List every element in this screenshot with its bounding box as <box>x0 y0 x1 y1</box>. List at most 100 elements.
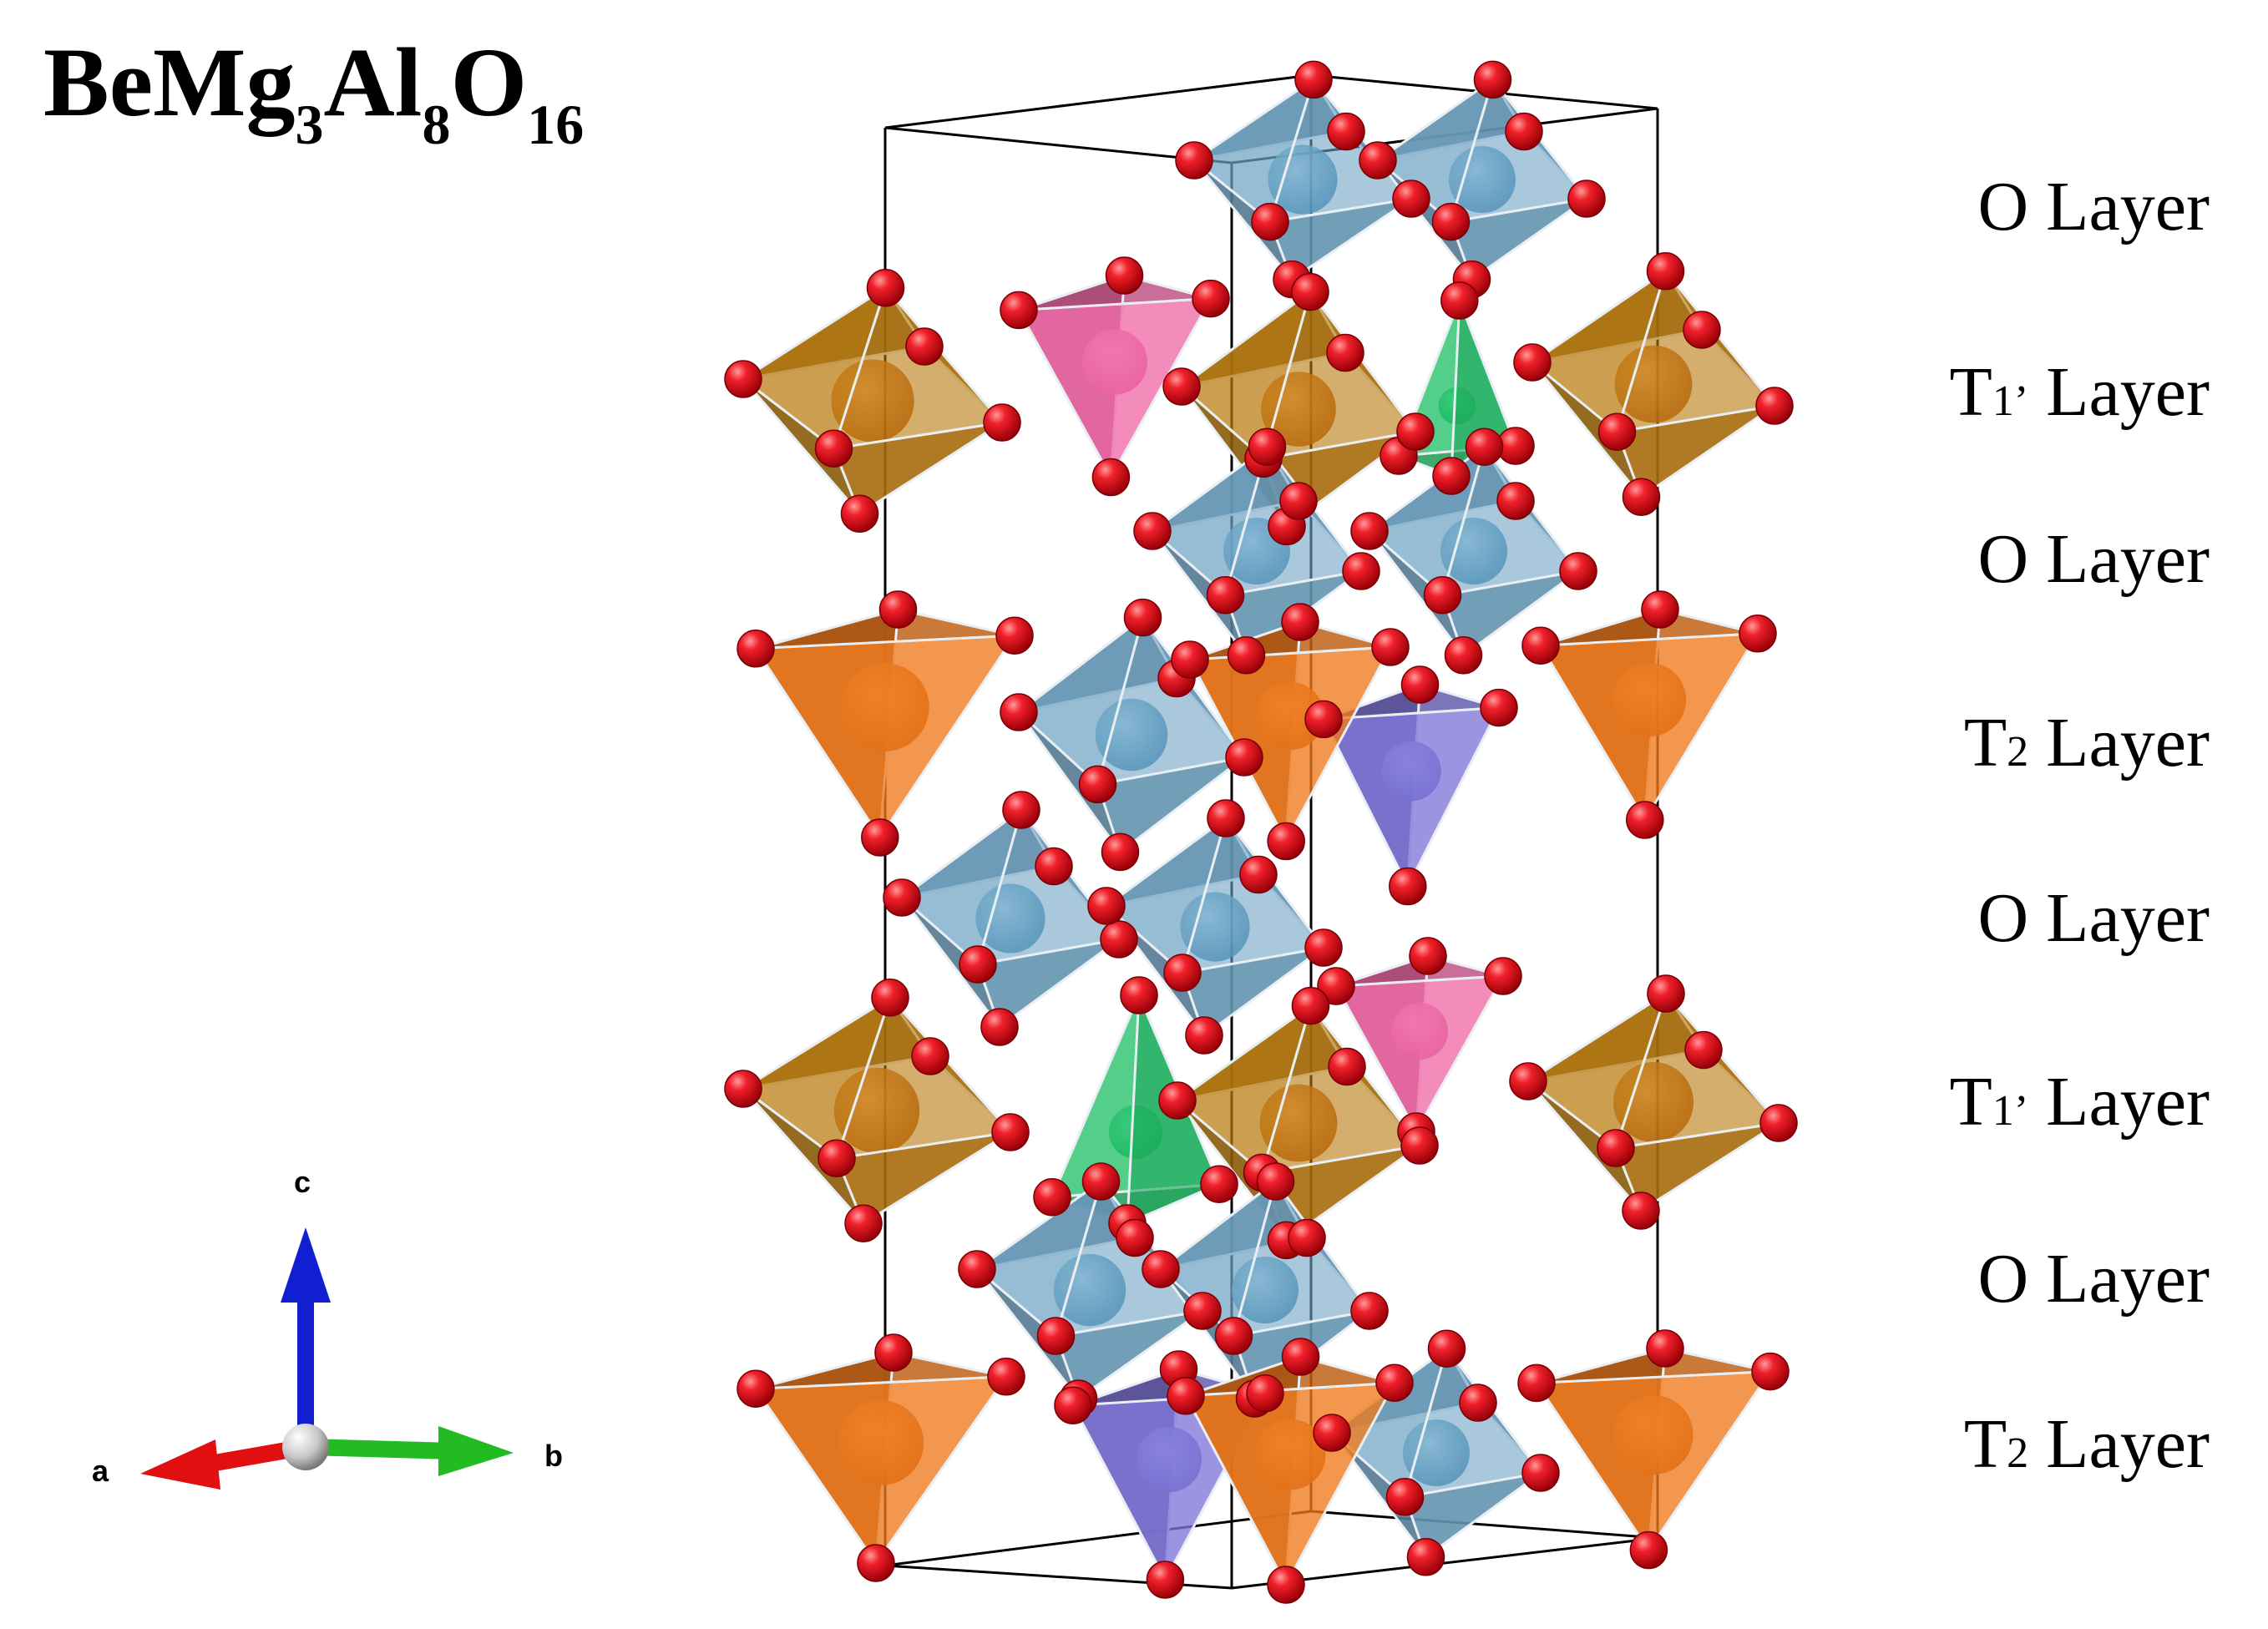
oxygen-atom <box>1291 986 1330 1025</box>
oxygen-atom <box>1267 1566 1305 1604</box>
oxygen-atom <box>1359 141 1397 180</box>
octahedron-brown-face <box>1616 270 1776 433</box>
oxygen-atom <box>1375 1363 1414 1402</box>
oxygen-atom <box>983 403 1021 442</box>
oxygen-atom <box>1597 1129 1635 1167</box>
oxygen-atom <box>1192 279 1230 318</box>
formula-element-bemg: BeMg <box>43 28 296 137</box>
oxygen-atom <box>1304 928 1343 967</box>
oxygen-atom <box>1251 202 1289 241</box>
layer-label: T2 Layer <box>1964 1409 2210 1480</box>
oxygen-atom <box>1281 1338 1320 1376</box>
oxygen-atom <box>1091 458 1131 497</box>
layer-label: O Layer <box>1977 524 2210 594</box>
oxygen-atom <box>1641 590 1679 629</box>
oxygen-atom <box>1304 700 1343 739</box>
oxygen-atom <box>1459 1384 1497 1422</box>
oxygen-atom <box>1175 141 1213 180</box>
axis-origin-sphere <box>282 1424 329 1470</box>
oxygen-atom <box>1622 478 1661 516</box>
a-axis-arrow-head <box>140 1439 220 1490</box>
unit-cell-edge <box>884 126 1233 164</box>
oxygen-atom <box>861 818 899 857</box>
layer-label-suffix: Layer <box>2028 879 2210 957</box>
oxygen-atom <box>874 1333 913 1372</box>
oxygen-atom <box>1146 1561 1185 1599</box>
oxygen-atom <box>1400 665 1440 704</box>
oxygen-atom <box>1626 801 1664 839</box>
octahedron-brown-face <box>835 996 1012 1160</box>
oxygen-atom <box>883 878 921 917</box>
tetrahedron-orange-face <box>754 634 1016 839</box>
octahedron-brown-face <box>1261 1004 1421 1174</box>
oxygen-atom <box>1101 832 1140 872</box>
b-axis-arrow-shaft <box>305 1439 456 1460</box>
layer-label-main: T <box>1949 353 1992 431</box>
oxygen-atom <box>1431 202 1471 241</box>
oxygen-atom <box>840 494 879 533</box>
oxygen-atom <box>1423 576 1462 615</box>
oxygen-atom <box>1248 427 1287 466</box>
oxygen-atom <box>1123 598 1162 637</box>
oxygen-atom <box>1342 552 1380 590</box>
layer-label-suffix: Layer <box>2028 168 2210 245</box>
oxygen-atom <box>1133 512 1172 550</box>
oxygen-atom <box>1281 603 1319 641</box>
oxygen-atom <box>1647 974 1685 1013</box>
tetrahedron-pink-face <box>1017 297 1212 478</box>
oxygen-atom <box>818 1139 856 1177</box>
oxygen-atom <box>1759 1104 1798 1142</box>
oxygen-atom <box>1406 1538 1445 1576</box>
unit-cell-edge <box>884 1510 1312 1567</box>
layer-label-main: O <box>1977 879 2029 957</box>
octahedron-blue-face <box>1096 616 1246 786</box>
oxygen-atom <box>814 429 853 468</box>
oxygen-atom <box>1171 640 1209 679</box>
oxygen-atom <box>995 616 1034 655</box>
layer-label-main: T <box>1963 1405 2007 1483</box>
oxygen-atom <box>1371 628 1410 666</box>
oxygen-atom <box>866 269 905 307</box>
oxygen-atom <box>737 630 775 668</box>
oxygen-atom <box>857 1544 895 1582</box>
oxygen-atom <box>1162 367 1201 406</box>
layer-label: O Layer <box>1977 172 2210 242</box>
oxygen-atom <box>1054 1386 1092 1424</box>
oxygen-atom <box>911 1037 949 1075</box>
formula-subscript-mg: 3 <box>295 93 324 156</box>
oxygen-atom <box>1207 799 1245 837</box>
oxygen-atom <box>878 590 918 629</box>
oxygen-atom <box>1000 693 1038 731</box>
oxygen-atom <box>1288 1218 1326 1257</box>
layer-label-suffix: Layer <box>2028 353 2210 431</box>
oxygen-atom <box>1684 1030 1723 1070</box>
oxygen-atom <box>1225 738 1263 777</box>
oxygen-atom <box>905 327 944 366</box>
layer-label-suffix: Layer <box>2028 704 2210 782</box>
oxygen-atom <box>1465 427 1504 466</box>
unit-cell-edge <box>1310 1510 1658 1540</box>
axis-indicator: cba <box>92 1165 563 1490</box>
tetrahedron-pink-face <box>1334 974 1505 1133</box>
oxygen-atom <box>1256 1162 1295 1201</box>
oxygen-atom <box>987 1358 1025 1396</box>
formula-element-al: Al <box>323 28 423 137</box>
layer-label: T2 Layer <box>1964 708 2210 778</box>
oxygen-atom <box>1755 387 1794 425</box>
oxygen-atom <box>1294 60 1333 99</box>
oxygen-atoms <box>724 60 1798 1604</box>
oxygen-atom <box>1597 412 1637 451</box>
oxygen-atom <box>1622 1191 1660 1230</box>
oxygen-atom <box>1313 1414 1351 1452</box>
tetrahedron-purple-face <box>1322 706 1501 888</box>
oxygen-atom <box>1751 1352 1790 1391</box>
oxygen-atom <box>1350 1292 1389 1330</box>
layer-label: T1’ Layer <box>1950 357 2210 427</box>
b-axis-arrow-head <box>438 1426 514 1476</box>
oxygen-atom <box>1505 112 1543 151</box>
oxygen-atom <box>1214 1317 1253 1355</box>
octahedron-brown-face <box>1614 992 1780 1150</box>
layer-label-main: T <box>1963 704 2007 782</box>
